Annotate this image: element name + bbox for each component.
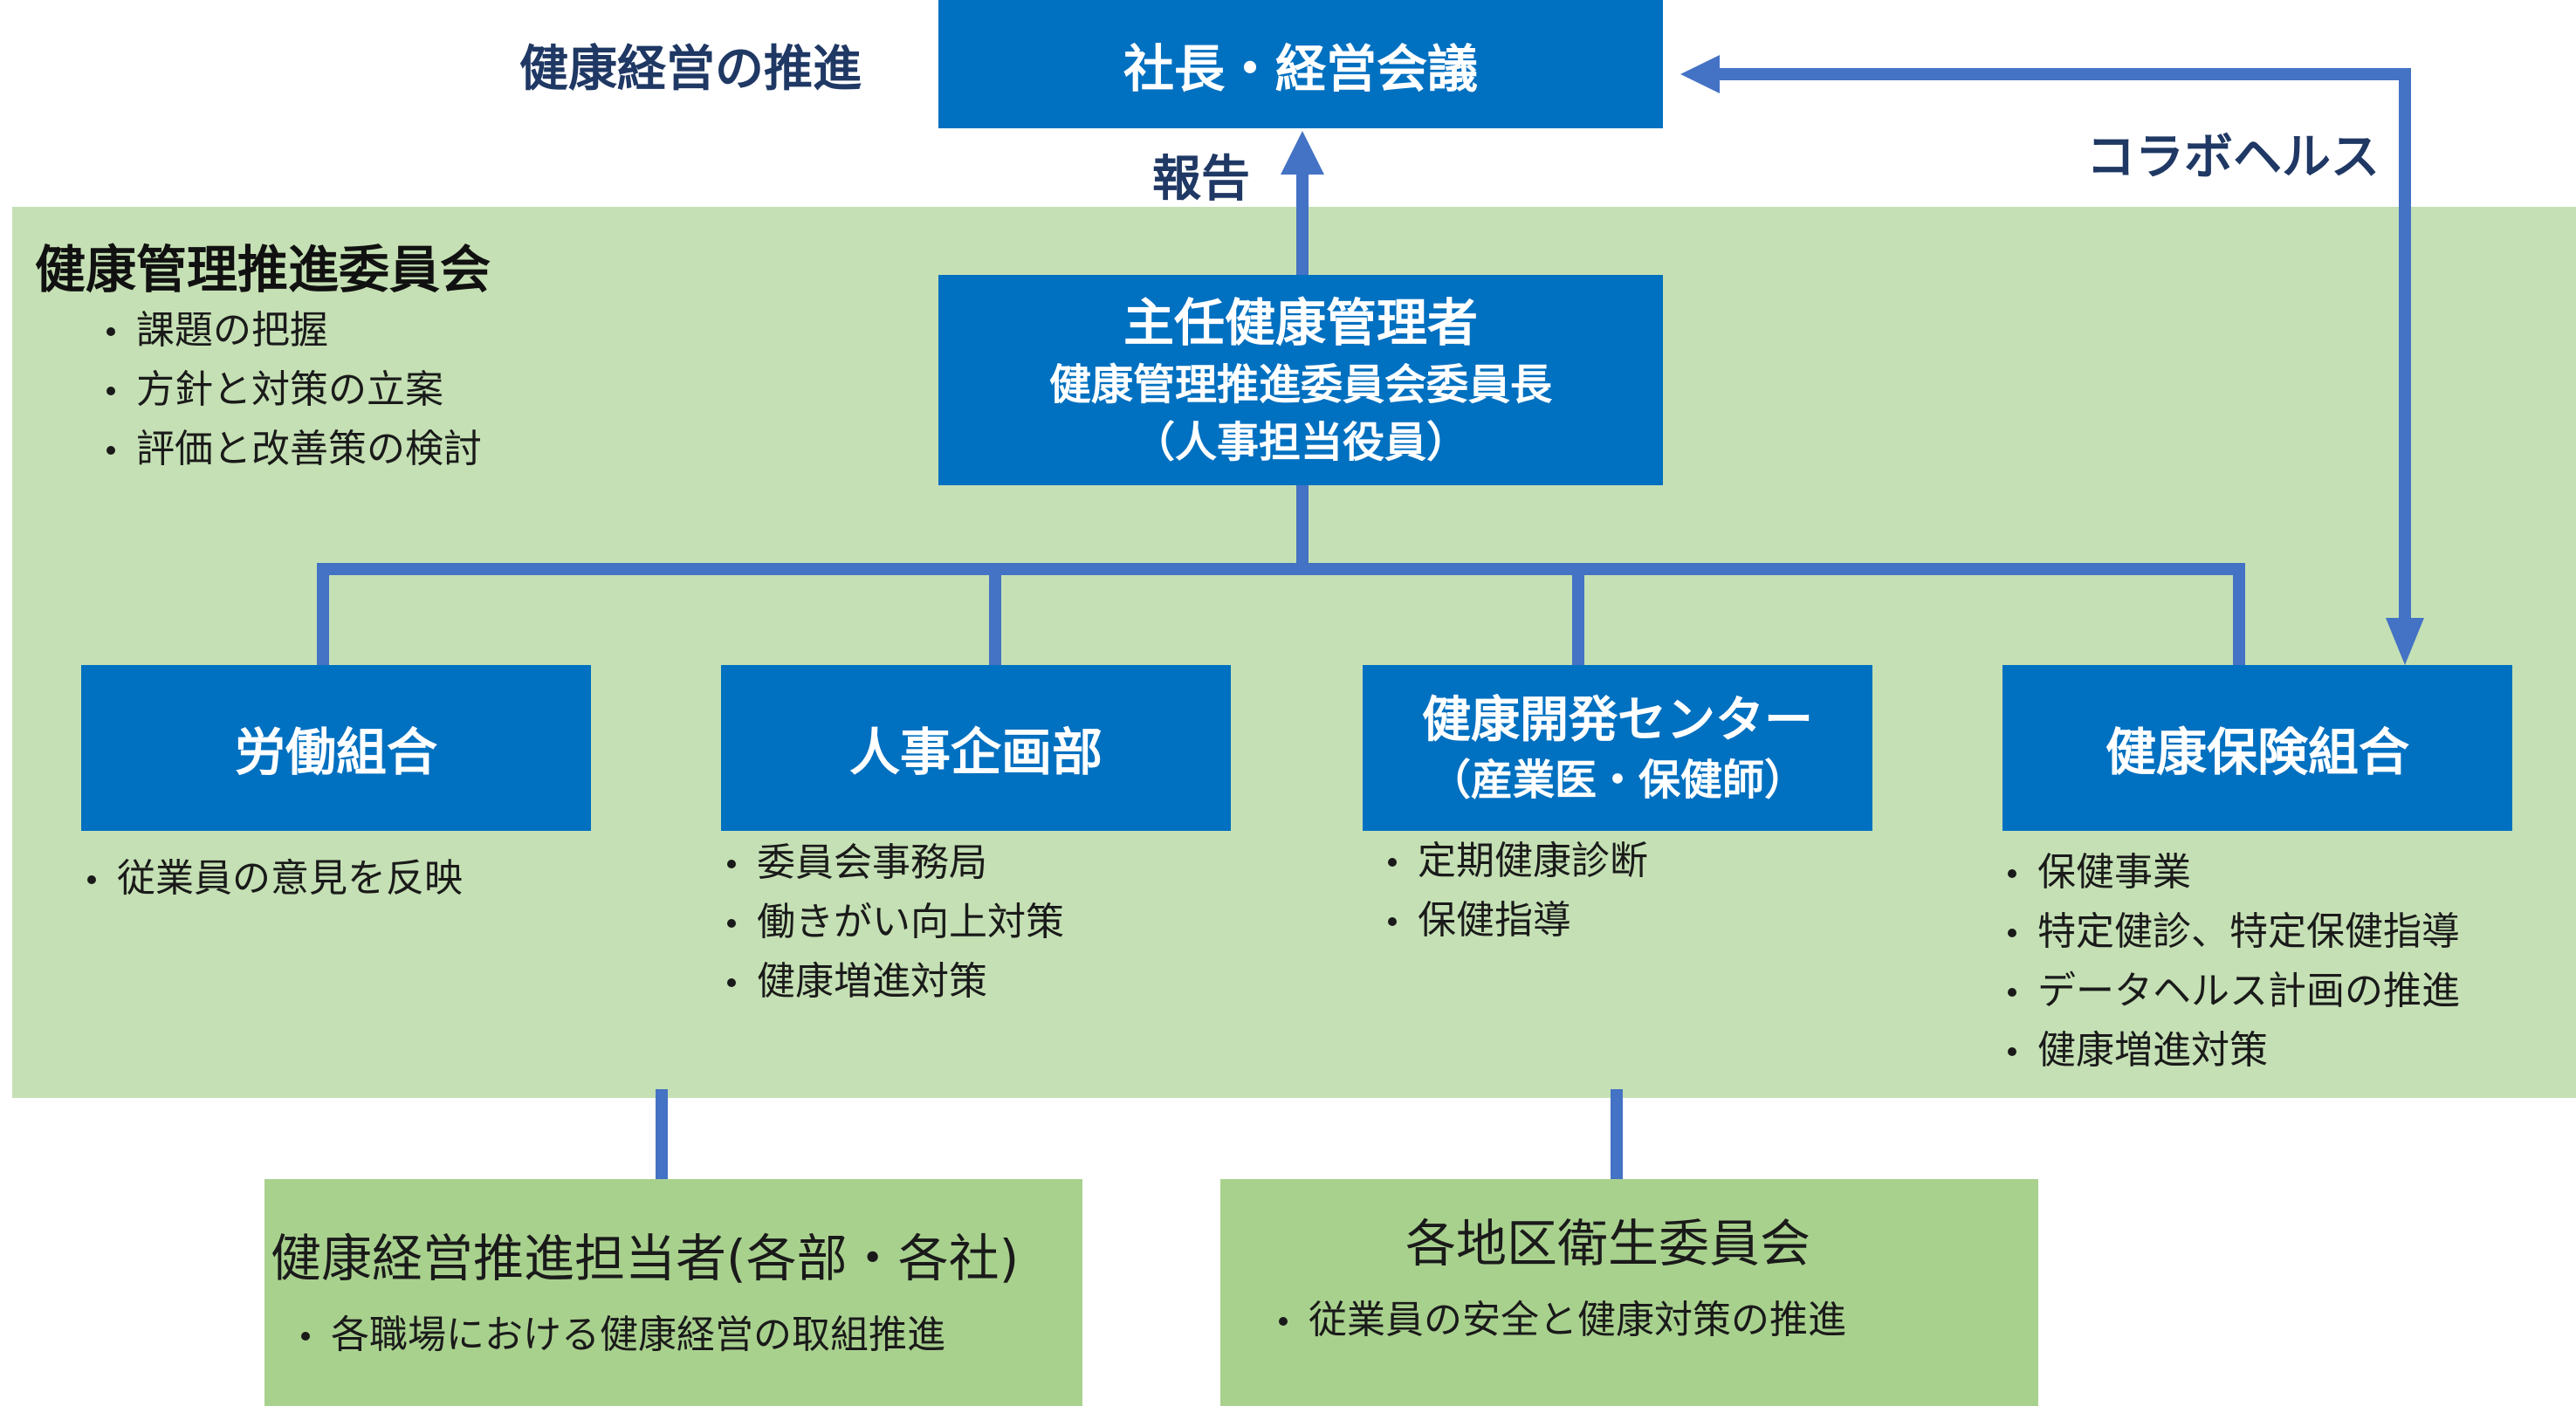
hr-planning-list: 委員会事務局 働きがい向上対策 健康増進対策 (718, 833, 1064, 1012)
collabo-health-label: コラボヘルス (2086, 129, 2380, 186)
collabo-down-arrowhead (2386, 618, 2424, 665)
list-item: 保健事業 (1999, 843, 2460, 902)
list-item: データヘルス計画の推進 (1999, 962, 2460, 1021)
manager-role: 健康管理推進委員会委員長 (1048, 360, 1552, 409)
collabo-line (1720, 68, 2411, 618)
list-item: 従業員の意見を反映 (79, 849, 463, 909)
president-meeting-label: 社長・経営会議 (1123, 38, 1478, 99)
regional-committee-panel (1220, 1179, 2038, 1406)
list-item: 保健指導 (1379, 891, 1648, 950)
list-item: 評価と改善策の検討 (98, 420, 482, 479)
unit-name: 人事企画部 (848, 723, 1103, 782)
unit-name: 労働組合 (234, 723, 437, 782)
list-item: 委員会事務局 (718, 833, 1064, 893)
list-item: 課題の把握 (98, 301, 482, 360)
report-arrowhead (1281, 131, 1324, 175)
labor-union-box: 労働組合 (81, 665, 591, 831)
health-mgmt-promotion-label: 健康経営の推進 (519, 41, 862, 98)
list-item: 健康増進対策 (1999, 1021, 2460, 1080)
list-item: 定期健康診断 (1379, 832, 1648, 891)
regional-committee-list: 従業員の安全と健康対策の推進 (1270, 1291, 1846, 1350)
report-label: 報告 (1152, 151, 1250, 208)
promoter-panel (264, 1179, 1082, 1406)
list-item: 各職場における健康経営の取組推進 (292, 1306, 945, 1365)
unit-name: 健康開発センター (1422, 692, 1813, 749)
list-item: 特定健診、特定保健指導 (1999, 902, 2460, 962)
chief-health-manager-box: 主任健康管理者 健康管理推進委員会委員長 （人事担当役員） (938, 275, 1663, 485)
hr-planning-box: 人事企画部 (721, 665, 1231, 831)
health-center-list: 定期健康診断 保健指導 (1379, 832, 1648, 950)
health-center-box: 健康開発センター （産業医・保健師） (1363, 665, 1872, 831)
list-item: 健康増進対策 (718, 952, 1064, 1012)
manager-title: 主任健康管理者 (1123, 292, 1478, 353)
unit-sub: （産業医・保健師） (1428, 756, 1806, 805)
list-item: 方針と対策の立案 (98, 360, 482, 420)
president-meeting-box: 社長・経営会議 (938, 0, 1663, 128)
health-insurance-box: 健康保険組合 (2002, 665, 2512, 831)
regional-committee-title: 各地区衛生委員会 (1405, 1214, 1811, 1273)
promoter-list: 各職場における健康経営の取組推進 (292, 1306, 945, 1365)
promoter-title: 健康経営推進担当者(各部・各社) (271, 1229, 1020, 1288)
manager-position: （人事担当役員） (1132, 417, 1468, 467)
committee-title: 健康管理推進委員会 (35, 240, 491, 299)
labor-union-list: 従業員の意見を反映 (79, 849, 463, 909)
list-item: 従業員の安全と健康対策の推進 (1270, 1291, 1846, 1350)
committee-task-list: 課題の把握 方針と対策の立案 評価と改善策の検討 (98, 301, 482, 479)
list-item: 働きがい向上対策 (718, 893, 1064, 952)
collabo-left-arrowhead (1680, 55, 1720, 93)
health-insurance-list: 保健事業 特定健診、特定保健指導 データヘルス計画の推進 健康増進対策 (1999, 843, 2460, 1080)
unit-name: 健康保険組合 (2105, 723, 2409, 782)
